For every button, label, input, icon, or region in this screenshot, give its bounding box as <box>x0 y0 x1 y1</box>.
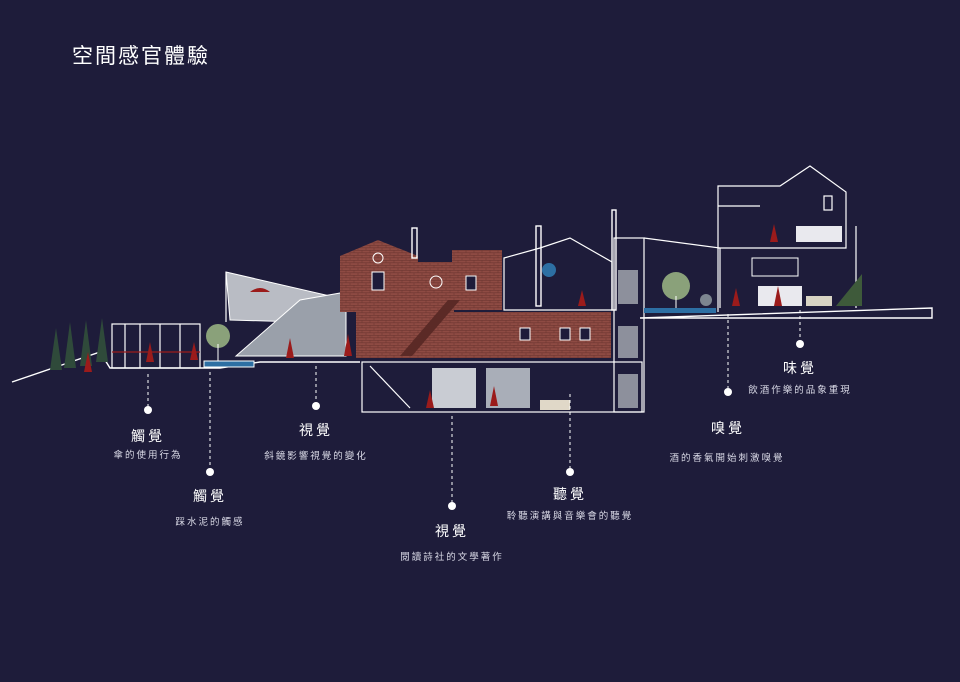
glass-pavilion <box>111 323 201 369</box>
annotation-sense: 視覺 <box>299 423 333 439</box>
basement <box>361 361 643 413</box>
annotation-description: 踩水泥的觸感 <box>175 517 245 528</box>
brick-building <box>340 240 611 358</box>
annotation-description: 聆聽演講與音樂會的聽覺 <box>506 511 634 522</box>
right-tower <box>613 237 645 413</box>
page-title: 空間感官體驗 <box>72 44 210 68</box>
water-basin <box>203 360 255 368</box>
tree-cluster-right <box>662 272 712 310</box>
annotation-sense: 嗅覺 <box>711 421 745 437</box>
umbrella <box>250 288 270 292</box>
annotation-description: 酒的香氣開始刺激嗅覺 <box>669 453 785 464</box>
annotation-sense: 視覺 <box>435 524 469 540</box>
bar-area <box>751 257 862 306</box>
water-strip <box>644 308 716 313</box>
tree-cluster-left <box>50 318 108 370</box>
callout-lines <box>147 310 801 504</box>
annotation-description: 閱讀詩社的文學著作 <box>400 552 504 563</box>
middle-house <box>503 237 613 311</box>
annotation-sense: 觸覺 <box>131 429 165 445</box>
annotation-sense: 觸覺 <box>193 489 227 505</box>
annotation-sense: 味覺 <box>783 361 817 377</box>
annotation-description: 傘的使用行為 <box>113 450 183 461</box>
callout-dots <box>144 340 804 510</box>
tree-small <box>206 324 230 362</box>
human-figures <box>84 224 782 408</box>
annotation-description: 飲酒作樂的品象重現 <box>748 385 852 396</box>
sloped-roof <box>225 271 347 357</box>
annotation-description: 斜鏡影響視覺的變化 <box>264 451 368 462</box>
annotation-sense: 聽覺 <box>553 487 587 503</box>
